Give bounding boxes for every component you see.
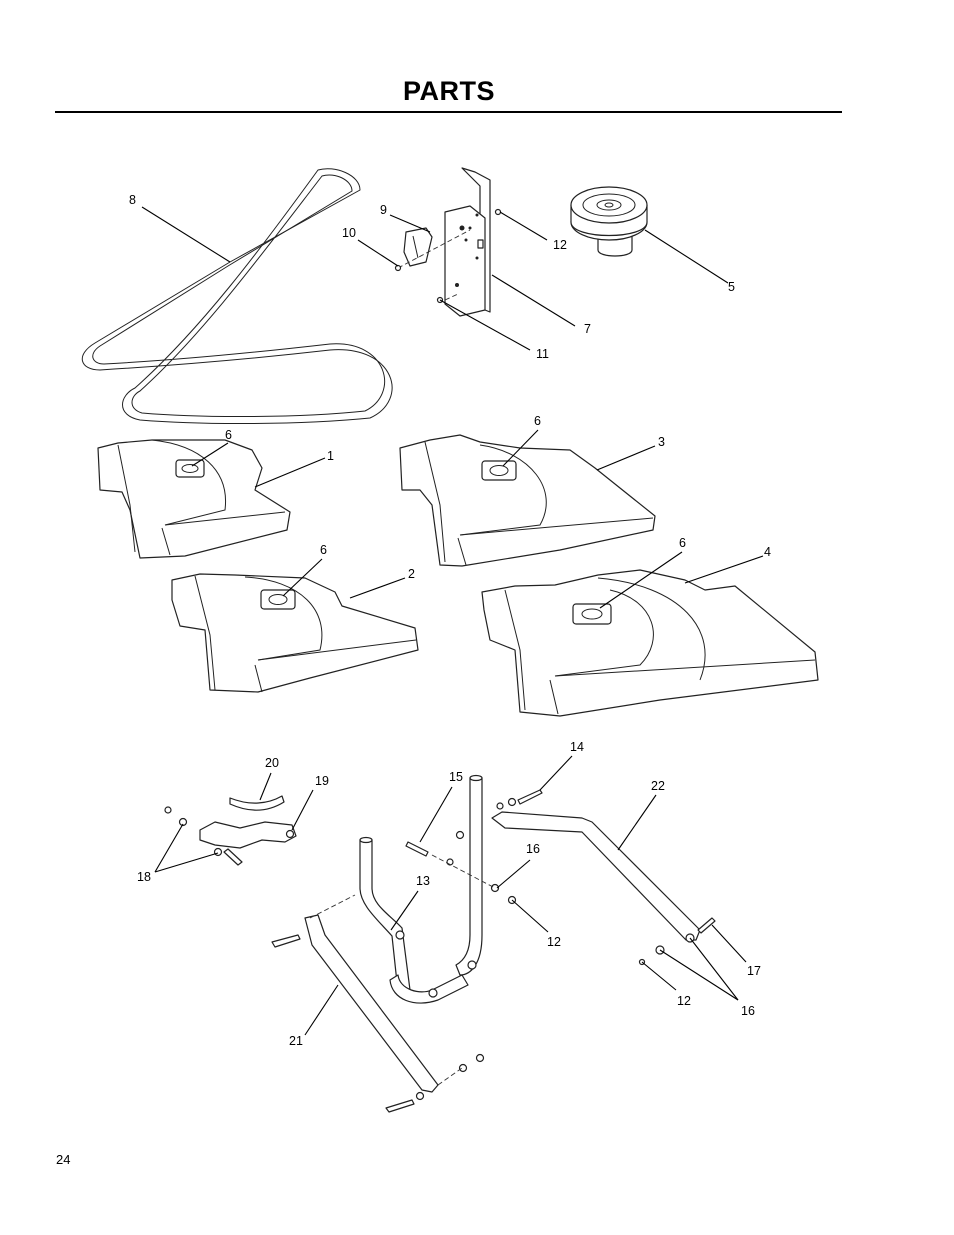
title-rule: [55, 111, 842, 113]
leader-lines: [141, 206, 764, 1036]
callout-6c: 6: [320, 543, 327, 557]
callout-6d: 6: [679, 536, 686, 550]
callout-16a: 16: [526, 842, 540, 856]
small-bracket: [403, 227, 433, 267]
arm-21: [271, 914, 485, 1113]
callout-labels: 8 9 10 12 5 7 11 6 1 6 3 6 2 6 4 14 20 1…: [129, 193, 771, 1048]
callout-9: 9: [380, 203, 387, 217]
callout-21: 21: [289, 1034, 303, 1048]
page-title: PARTS: [402, 76, 495, 106]
mount-bracket: [444, 167, 491, 317]
callout-6b: 6: [534, 414, 541, 428]
callout-17: 17: [747, 964, 761, 978]
pulley: [570, 186, 648, 257]
callout-1: 1: [327, 449, 334, 463]
callout-2: 2: [408, 567, 415, 581]
callout-3: 3: [658, 435, 665, 449]
callout-8: 8: [129, 193, 136, 207]
belt: [82, 168, 393, 425]
tube-13: [359, 836, 469, 1004]
belt-cover-3: [399, 434, 656, 567]
arm-22: [491, 811, 701, 941]
callout-20: 20: [265, 756, 279, 770]
tube-15: [446, 774, 483, 976]
callout-14: 14: [570, 740, 584, 754]
callout-12a: 12: [553, 238, 567, 252]
callout-16b: 16: [741, 1004, 755, 1018]
strap-20: [229, 795, 285, 811]
callout-15: 15: [449, 770, 463, 784]
callout-18: 18: [137, 870, 151, 884]
callout-12b: 12: [547, 935, 561, 949]
belt-cover-2: [171, 573, 419, 693]
callout-4: 4: [764, 545, 771, 559]
belt-cover-1: [97, 439, 291, 559]
callout-10: 10: [342, 226, 356, 240]
callout-12c: 12: [677, 994, 691, 1008]
callout-5: 5: [728, 280, 735, 294]
belt-cover-4: [481, 569, 819, 717]
callout-13: 13: [416, 874, 430, 888]
callout-19: 19: [315, 774, 329, 788]
bracket-19: [199, 821, 297, 849]
callout-22: 22: [651, 779, 665, 793]
callout-11: 11: [536, 347, 549, 361]
callout-7: 7: [584, 322, 591, 336]
page-number: 24: [56, 1152, 71, 1167]
callout-6a: 6: [225, 428, 232, 442]
